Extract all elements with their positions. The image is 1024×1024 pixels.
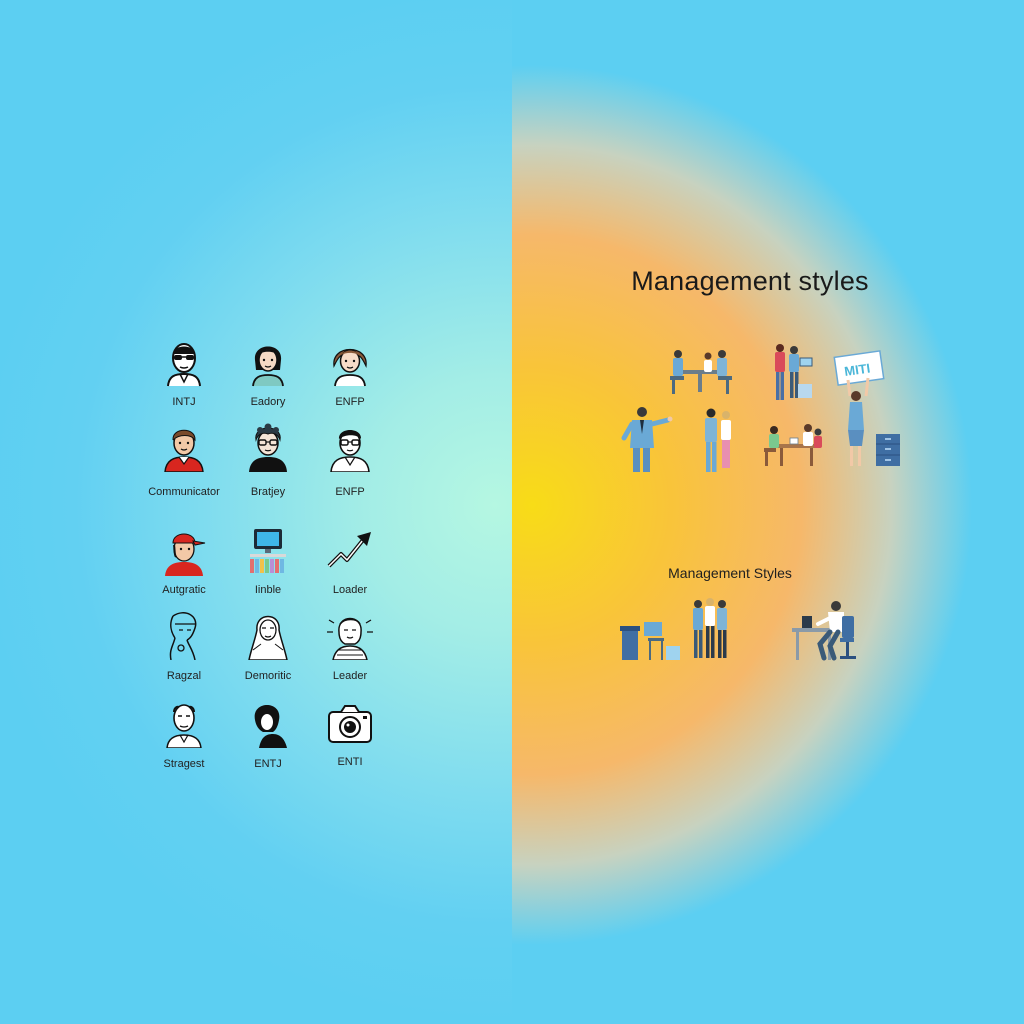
- profile-cell: ENFP: [302, 338, 398, 428]
- profile-cell: Communicator: [136, 422, 232, 512]
- woman-brown-hair-avatar-icon: [333, 348, 367, 387]
- profile-label: ENFP: [335, 486, 365, 498]
- profile-label: Bratjey: [250, 486, 286, 498]
- trend-arrow-icon: [327, 532, 371, 568]
- computer-books-icon: [250, 529, 286, 573]
- profile-label: Ragzal: [166, 670, 202, 682]
- profile-label: Communicator: [148, 486, 220, 498]
- profile-label: ENTJ: [254, 758, 282, 770]
- team-table-meeting-scene: [764, 424, 822, 466]
- man-red-shirt-avatar-icon: [164, 429, 204, 472]
- profile-cell: Iinble: [220, 526, 316, 616]
- group-discussion-scene: [693, 598, 727, 658]
- profile-cell: Demoritic: [220, 610, 316, 700]
- filing-cabinet-icon: [876, 434, 900, 466]
- worker-at-computer-scene: [792, 601, 856, 661]
- man-curly-glasses-avatar-icon: [249, 423, 287, 472]
- office-desk-scene: [620, 622, 680, 660]
- profile-label: ENTI: [337, 756, 363, 768]
- profile-cell: Eadory: [220, 338, 316, 428]
- sketched-woman-avatar-icon: [248, 615, 288, 660]
- profile-cell: ENTJ: [220, 698, 316, 788]
- right-background: [512, 0, 1024, 1024]
- profile-cell: Stragest: [136, 698, 232, 788]
- bald-man-avatar-icon: [166, 704, 202, 748]
- woman-silhouette-avatar-icon: [254, 705, 287, 748]
- meeting-table-scene: [670, 350, 732, 394]
- profile-cell: Autgratic: [136, 526, 232, 616]
- profile-label: Iinble: [254, 584, 282, 596]
- profile-label: INTJ: [172, 396, 196, 408]
- page-title: Management styles: [631, 266, 869, 296]
- profile-label: Demoritic: [244, 670, 292, 682]
- profile-cell: ENFP: [302, 422, 398, 512]
- section-subtitle: Management Styles: [668, 565, 792, 581]
- profile-label: ENFP: [335, 396, 365, 408]
- sunglasses-man-avatar-icon: [167, 343, 201, 387]
- profile-label: Stragest: [163, 758, 205, 770]
- man-glasses-avatar-icon: [330, 430, 370, 472]
- person-holding-sign-scene: MITI: [833, 350, 885, 466]
- profile-label: Eadory: [250, 396, 286, 408]
- woman-avatar-icon: [252, 346, 284, 387]
- sketched-man-avatar-icon: [169, 612, 197, 660]
- camera-icon: [328, 705, 372, 743]
- profile-label: Loader: [332, 584, 368, 596]
- profile-cell: Bratjey: [220, 422, 316, 512]
- profile-cell: ENTI: [302, 698, 398, 788]
- profile-cell: Ragzal: [136, 610, 232, 700]
- profile-label: Leader: [332, 670, 368, 682]
- man-red-cap-avatar-icon: [165, 533, 206, 576]
- profile-cell: Leader: [302, 610, 398, 700]
- two-people-standing-scene: [705, 408, 731, 472]
- profile-cell: Loader: [302, 526, 398, 616]
- people-with-laptop-scene: [775, 344, 813, 400]
- profile-cell: INTJ: [136, 338, 232, 428]
- sketched-woman-scarf-avatar-icon: [327, 617, 373, 660]
- presenting-man-scene: [621, 407, 673, 472]
- profile-label: Autgratic: [162, 584, 206, 596]
- sign-text: MITI: [843, 361, 871, 379]
